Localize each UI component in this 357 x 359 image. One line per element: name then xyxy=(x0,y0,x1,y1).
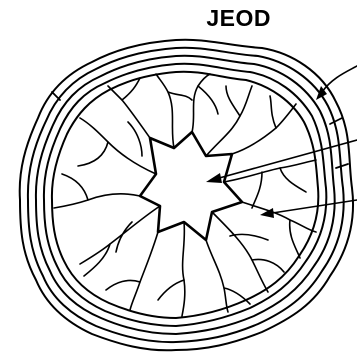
crack-branch-4 xyxy=(280,168,306,192)
crack-branch-12 xyxy=(78,142,108,166)
crack-branch-8 xyxy=(158,280,184,300)
crack-branch-17 xyxy=(128,122,142,156)
crack-11 xyxy=(80,206,160,264)
crack-branch-14 xyxy=(198,86,218,114)
crack-12 xyxy=(54,194,140,208)
diagram-title: JEOD xyxy=(0,4,357,32)
central-star-cavity xyxy=(140,132,242,240)
crack-branch-9 xyxy=(106,280,140,290)
ring-notch-2 xyxy=(336,164,348,168)
crack-branch-3 xyxy=(270,96,276,128)
crack-branch-11 xyxy=(62,174,88,200)
crack-8 xyxy=(206,240,228,312)
crack-13 xyxy=(80,118,156,174)
crack-10 xyxy=(130,232,158,310)
crack-1 xyxy=(156,74,174,148)
leader-arrowhead-cavity xyxy=(206,173,222,183)
crack-branch-1 xyxy=(168,92,192,100)
crack-branch-5 xyxy=(290,220,300,258)
outer-rings xyxy=(20,40,353,351)
crack-branch-7 xyxy=(224,288,250,304)
radial-cracks xyxy=(54,74,316,316)
ring-notch-3 xyxy=(52,92,60,100)
leader-line-cavity xyxy=(212,140,357,180)
crack-branch-2 xyxy=(226,86,240,116)
inner-boundary xyxy=(52,72,318,318)
crack-9 xyxy=(182,222,185,316)
ring-notch-1 xyxy=(330,118,342,124)
crack-2 xyxy=(192,74,210,132)
crack-7 xyxy=(212,212,268,292)
crack-branch-15 xyxy=(252,172,262,208)
